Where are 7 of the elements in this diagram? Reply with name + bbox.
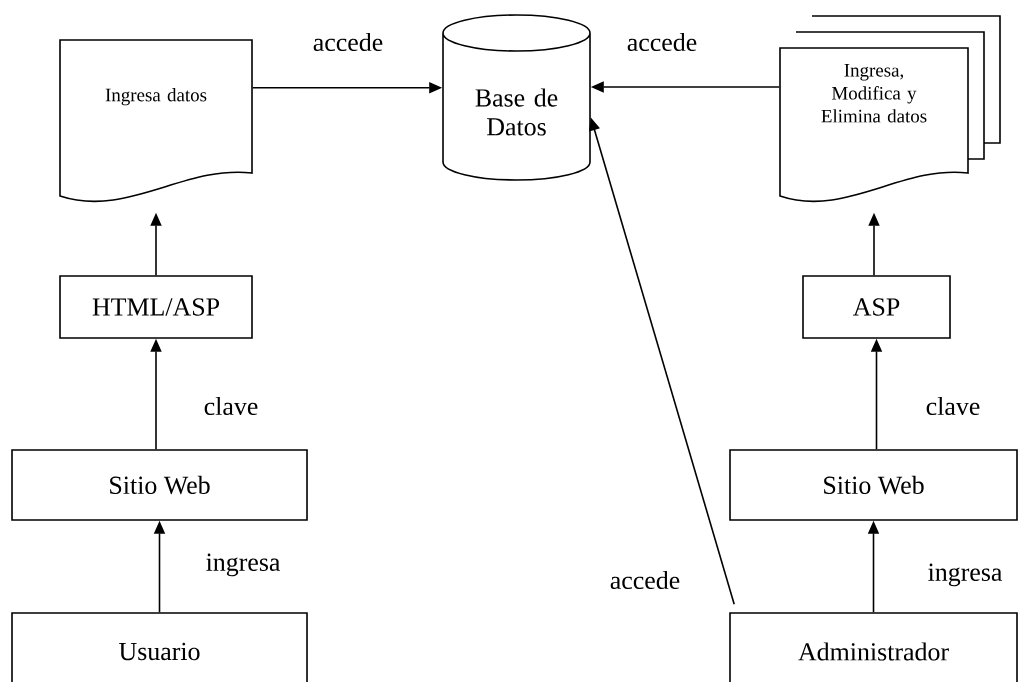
process-box: Usuario xyxy=(11,612,308,682)
process-box: Sitio Web xyxy=(11,449,308,521)
process-box: Sitio Web xyxy=(729,449,1018,521)
process-box: ASP xyxy=(802,275,951,339)
process-box: Administrador xyxy=(729,612,1018,682)
database-cylinder: Base de Datos xyxy=(442,14,591,181)
process-box: HTML/ASP xyxy=(59,275,253,339)
